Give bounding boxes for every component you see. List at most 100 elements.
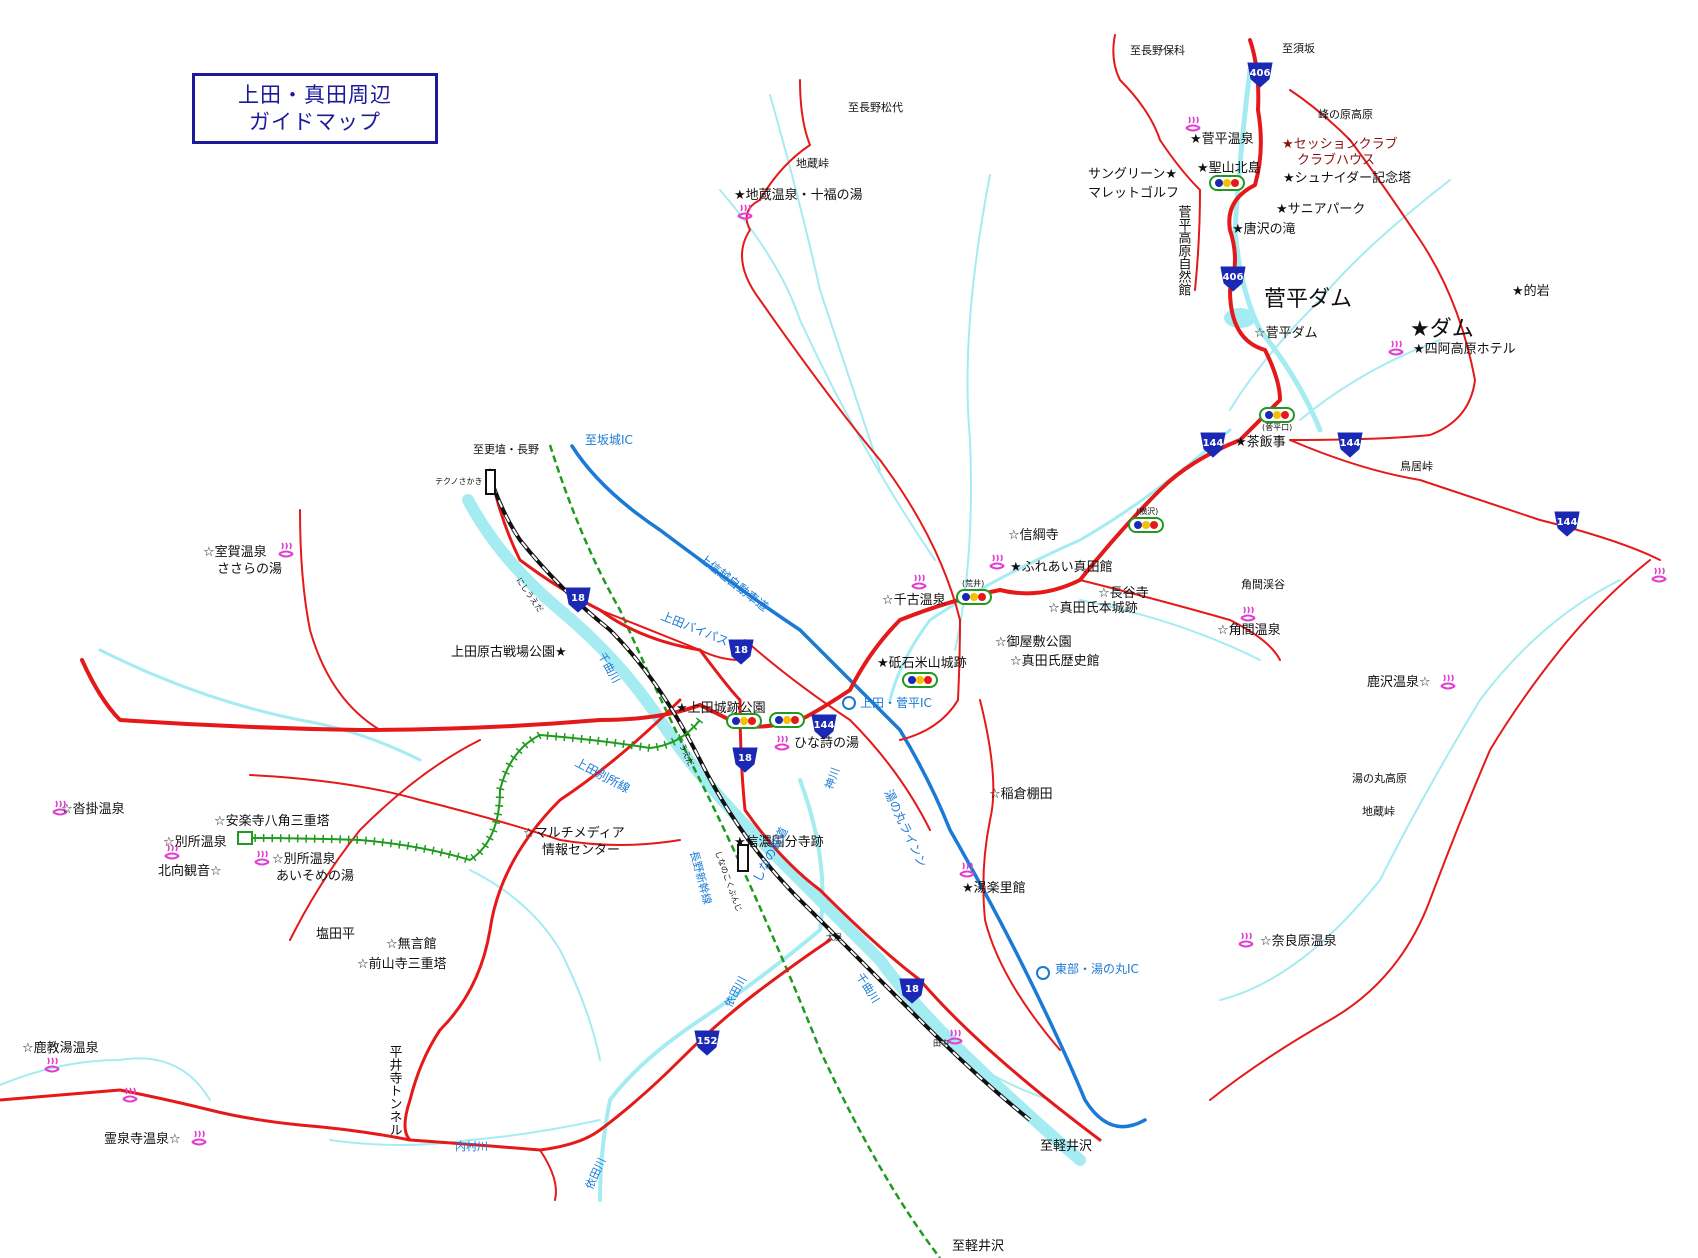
shinano-kokubunji-station[interactable] (737, 844, 749, 872)
route-18-shield-3: 18 (732, 747, 758, 773)
label-anrakuji: ☆安楽寺八角三重塔 (214, 813, 330, 829)
traffic-signal-icon (1259, 407, 1295, 423)
label-shinkoji: ☆信綱寺 (1008, 528, 1059, 543)
stream-11 (469, 869, 601, 1061)
traffic-signal-icon (1209, 175, 1245, 191)
route-152-shield: 152 (694, 1030, 720, 1056)
label-sasara: ささらの湯 (217, 562, 282, 577)
road-inakura (979, 699, 1061, 1051)
svg-text:144: 144 (1557, 517, 1578, 528)
label-uchimura-river: 内村川 (455, 1139, 488, 1153)
route-406-shield-north: 406 (1247, 62, 1273, 88)
route-144-shield-1: 144 (1200, 432, 1226, 458)
traffic-signal-icon (1128, 517, 1164, 533)
route-18-shield-4: 18 (899, 978, 925, 1004)
svg-text:152: 152 (697, 1036, 718, 1047)
label-schneider: ★シュナイダー記念塔 (1283, 170, 1411, 186)
onsen-icon (1440, 674, 1456, 690)
label-narahara-onsen: ☆奈良原温泉 (1260, 933, 1337, 949)
label-sanada-castle: ☆真田氏本城跡 (1048, 600, 1138, 616)
label-fureai-sanada: ★ふれあい真田館 (1010, 560, 1113, 575)
svg-text:144: 144 (814, 720, 835, 731)
onsen-icon (774, 735, 790, 751)
roads (0, 34, 1661, 1201)
stream-3 (769, 94, 881, 471)
route-144-shield-3: 144 (1554, 511, 1580, 537)
map-title: 上田・真田周辺 ガイドマップ (192, 73, 438, 144)
label-to-karuizawa-1: 至軽井沢 (1040, 1139, 1092, 1154)
label-aisome: ☆別所温泉 (272, 851, 336, 867)
label-reisenji-onsen: 霊泉寺温泉☆ (104, 1131, 181, 1147)
label-oya-station: 大屋 (826, 932, 842, 942)
label-yoda-river: 依田川 (722, 974, 749, 1009)
label-muroga-onsen: ☆室賀温泉 (203, 544, 267, 560)
route-18 (698, 648, 1102, 1142)
label-shiodadaira: 塩田平 (316, 927, 355, 942)
stream-9 (0, 1057, 211, 1101)
label-goyashiki: ☆御屋敷公園 (995, 635, 1072, 650)
techno-sakaki-station[interactable] (485, 469, 496, 495)
label-mugonkan: ☆無言館 (386, 937, 437, 952)
stream-4 (1229, 179, 1451, 411)
bessho-onsen-station[interactable] (237, 831, 253, 845)
svg-text:406: 406 (1250, 68, 1271, 79)
svg-text:144: 144 (1203, 438, 1224, 449)
road-west-main (80, 658, 702, 732)
ueda-sugadaira-ic[interactable] (842, 696, 856, 710)
label-shinkansen: 長野新幹線 (687, 849, 715, 906)
map-title-line1: 上田・真田周辺 (238, 82, 392, 107)
svg-text:18: 18 (734, 645, 748, 656)
label-torii-pass: 鳥居峠 (1400, 459, 1433, 473)
label-sugadaira-guchi: (菅平口) (1262, 422, 1292, 432)
route-18-shield-2: 18 (728, 639, 754, 665)
label-jizo-pass-n: 地蔵峠 (796, 156, 829, 170)
onsen-icon (911, 574, 927, 590)
label-kazawa-onsen: 鹿沢温泉☆ (1367, 674, 1431, 690)
map-labels: 至長野保科 至須坂 峰の原高原 ★菅平温泉 ★セッションクラブ クラブハウス ★… (22, 42, 1550, 1254)
ueda-bessho-line-ties (245, 717, 704, 865)
traffic-signal-icon (726, 713, 762, 729)
label-joshinetsu: 上信越自動車道 (696, 551, 771, 614)
label-multimedia: ☆マルチメディア (523, 825, 625, 841)
shinano-railway-dash (487, 469, 1031, 1121)
label-techno-sakaki: テクノさかき (435, 477, 483, 486)
label-shizenkan: 菅平高原自然館 (1176, 205, 1192, 296)
tobu-yunomaru-ic[interactable] (1036, 966, 1050, 980)
road-hoka (1112, 34, 1201, 291)
yoda-river (598, 778, 825, 1202)
label-to-karuizawa-2: 至軽井沢 (952, 1239, 1004, 1254)
label-tanaka-station: 田中 (933, 1038, 949, 1048)
onsen-icon (1651, 567, 1667, 583)
label-chahanji: ★茶飯事 (1235, 434, 1286, 450)
uchimura-river (329, 1119, 601, 1146)
label-chiko-onsen: ☆千古温泉 (882, 592, 946, 608)
traffic-signal-icon (769, 712, 805, 728)
road-bessho (249, 774, 681, 846)
label-toishi-castle: ★砥石米山城跡 (877, 655, 967, 671)
onsen-icon (254, 850, 270, 866)
label-matoiwa: ★的岩 (1512, 283, 1550, 299)
label-bessho-onsen: ☆別所温泉 (163, 834, 227, 850)
traffic-signal-icon (956, 589, 992, 605)
road-muroga (299, 509, 381, 731)
traffic-signal-icon (902, 672, 938, 688)
label-yunomaru-kogen: 湯の丸高原 (1352, 771, 1407, 785)
stream-6 (1219, 579, 1621, 1001)
label-yunomaru-line: 湯の丸ラインン (881, 787, 929, 869)
onsen-icon (1238, 932, 1254, 948)
label-ueda-bessho-line: 上田別所線 (573, 754, 633, 795)
label-inakura: ☆稲倉棚田 (989, 787, 1053, 802)
joshinetsu-expressway (570, 444, 1147, 1129)
label-shia-hotel: ★四阿高原ホテル (1413, 341, 1516, 357)
road-shia (1289, 89, 1476, 441)
label-yurakuri: ★湯楽里館 (962, 880, 1026, 896)
label-dam-big: ★ダム (1410, 317, 1474, 342)
svg-text:406: 406 (1223, 272, 1244, 283)
label-kanbe-river: 神川 (822, 766, 843, 791)
road-kazawa (1209, 559, 1651, 1101)
svg-text:18: 18 (905, 984, 919, 995)
road-shioda (289, 739, 481, 941)
onsen-icon (737, 204, 753, 220)
label-kitamuki: 北向観音☆ (158, 863, 222, 879)
